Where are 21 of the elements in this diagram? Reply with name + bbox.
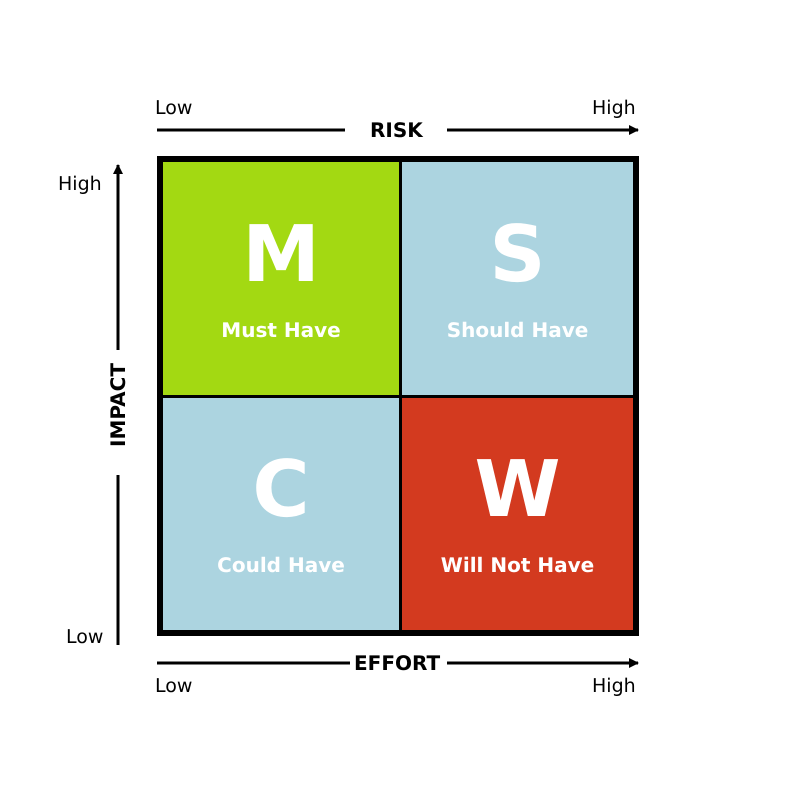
scale-label: Low [155,99,192,118]
axis-title: IMPACT [108,363,128,447]
quadrant-box [163,398,399,630]
quadrant-letter: S [489,216,546,294]
quadrant-label: Must Have [221,318,341,342]
scale-label: High [592,677,636,696]
quadrant-box [402,162,633,395]
scale-label: High [592,99,636,118]
scale-label: High [58,175,102,194]
quadrant-box [402,398,633,630]
axis-title: EFFORT [354,653,440,673]
quadrant-letter: C [252,451,310,529]
quadrant-label: Could Have [217,553,345,577]
axis-title: RISK [370,120,423,140]
scale-label: Low [66,628,104,647]
quadrant-letter: W [474,451,561,529]
quadrant-label: Should Have [446,318,588,342]
quadrant-label: Will Not Have [440,553,594,577]
quadrant-box [163,162,399,395]
quadrant-letter: M [242,216,320,294]
scale-label: Low [155,677,192,696]
